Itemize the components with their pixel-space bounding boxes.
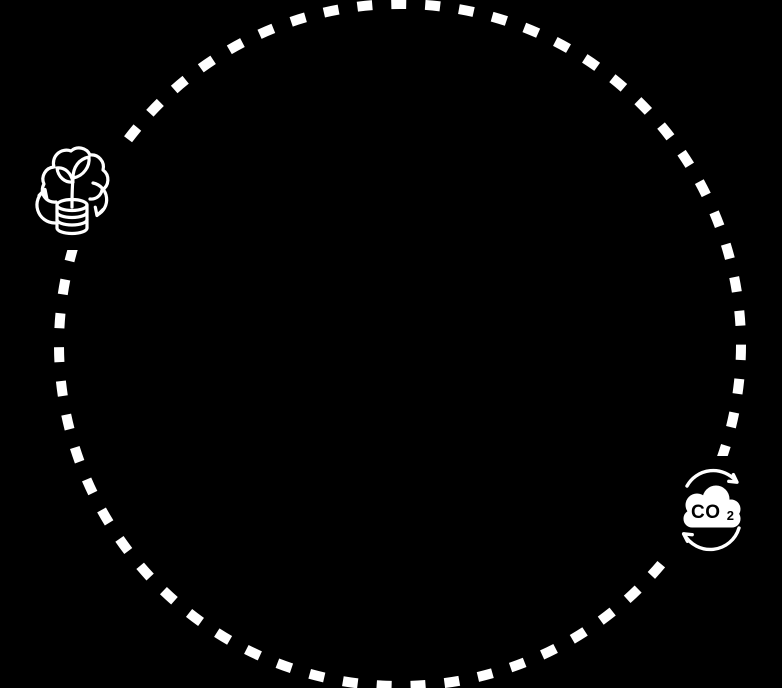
cycle-arrow-right-head bbox=[93, 205, 105, 218]
coin-stack-bottom bbox=[55, 226, 89, 236]
co2-cycle-arrows bbox=[681, 468, 741, 552]
dashed-cycle-ring bbox=[54, 0, 746, 688]
coin-edge-2 bbox=[55, 217, 89, 227]
sprout-leaf-left bbox=[55, 166, 75, 184]
coin-edge-1 bbox=[55, 210, 89, 220]
cycle-arrow-top-arc bbox=[685, 468, 738, 488]
cycle-arrow-bottom-arc bbox=[682, 526, 741, 552]
co2-label: CO 2 bbox=[691, 502, 735, 523]
cloud-outline bbox=[40, 146, 110, 204]
cycle-arrow-top-head bbox=[727, 473, 739, 484]
co2-cloud-shape bbox=[683, 485, 741, 528]
sprout-leaf-right bbox=[71, 155, 91, 180]
co2-cloud-cycle-icon: CO 2 bbox=[681, 468, 741, 552]
co2-label-subscript: 2 bbox=[727, 508, 735, 523]
cloud-base bbox=[683, 510, 741, 528]
cycle-arrow-left-head bbox=[37, 187, 49, 200]
cloud-sprout-coins-cycle-icon bbox=[35, 146, 110, 236]
cycle-arrow-bottom-head bbox=[681, 532, 694, 543]
co2-label-main: CO bbox=[691, 502, 721, 523]
